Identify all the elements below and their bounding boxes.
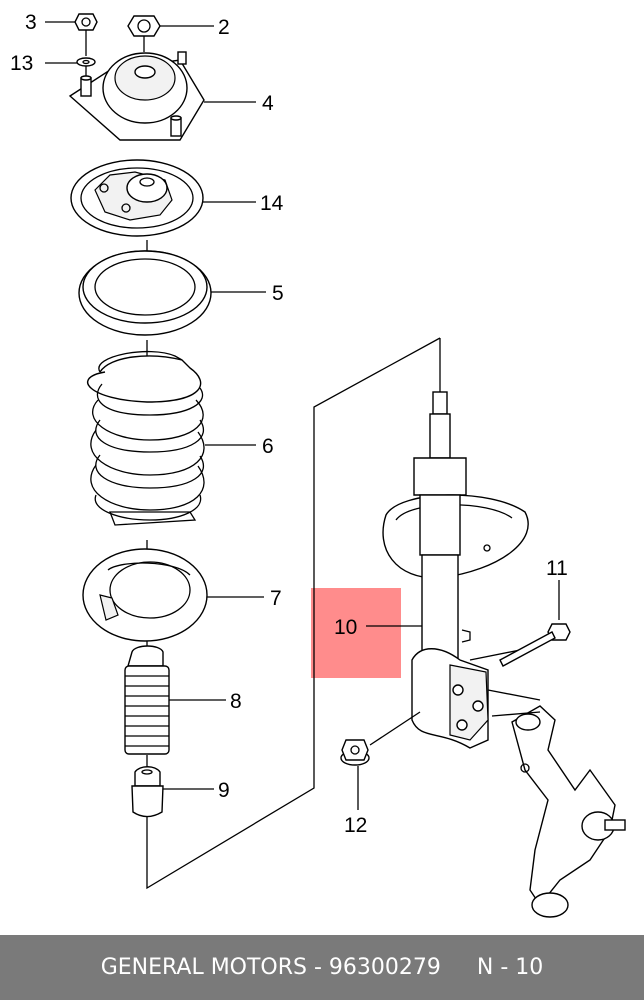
part-10-strut-assembly (382, 391, 529, 749)
footer-bar: GENERAL MOTORS - 96300279 N - 10 (0, 935, 644, 1000)
part-14-spring-seat-bearing (70, 159, 204, 237)
callout-4: 4 (262, 92, 274, 115)
callout-9: 9 (218, 779, 230, 802)
callout-7: 7 (270, 587, 282, 610)
part-6-coil-spring (86, 350, 205, 526)
callout-8: 8 (230, 690, 242, 713)
part-7-lower-spring-seat (82, 548, 208, 642)
callout-12: 12 (344, 814, 367, 837)
footer-brand-part: GENERAL MOTORS - 96300279 (100, 955, 441, 980)
assembly-frame-line (146, 337, 441, 890)
steering-knuckle (487, 689, 626, 918)
part-9-bump-stop (131, 766, 164, 818)
strut-exploded-diagram: 3 2 13 4 14 5 6 7 8 9 10 11 12 (10, 11, 626, 918)
part-11-bolt (499, 580, 571, 667)
part-3-small-nut (74, 13, 98, 56)
part-13-washer (76, 57, 96, 78)
callout-10: 10 (334, 616, 357, 639)
callout-14: 14 (260, 192, 284, 215)
part-12-flange-nut (340, 711, 421, 810)
part-4-strut-mount (68, 51, 205, 141)
callout-2: 2 (218, 16, 230, 39)
callout-3: 3 (25, 11, 37, 34)
callout-11: 11 (546, 557, 568, 580)
part-8-dust-boot (124, 645, 170, 755)
part-10-highlight (311, 588, 401, 678)
footer-reference: N - 10 (476, 955, 544, 980)
part-5-spring-pad (78, 250, 212, 336)
callout-6: 6 (262, 435, 274, 458)
part-2-nut (127, 15, 161, 52)
callout-5: 5 (272, 282, 284, 305)
callout-13: 13 (10, 52, 33, 75)
